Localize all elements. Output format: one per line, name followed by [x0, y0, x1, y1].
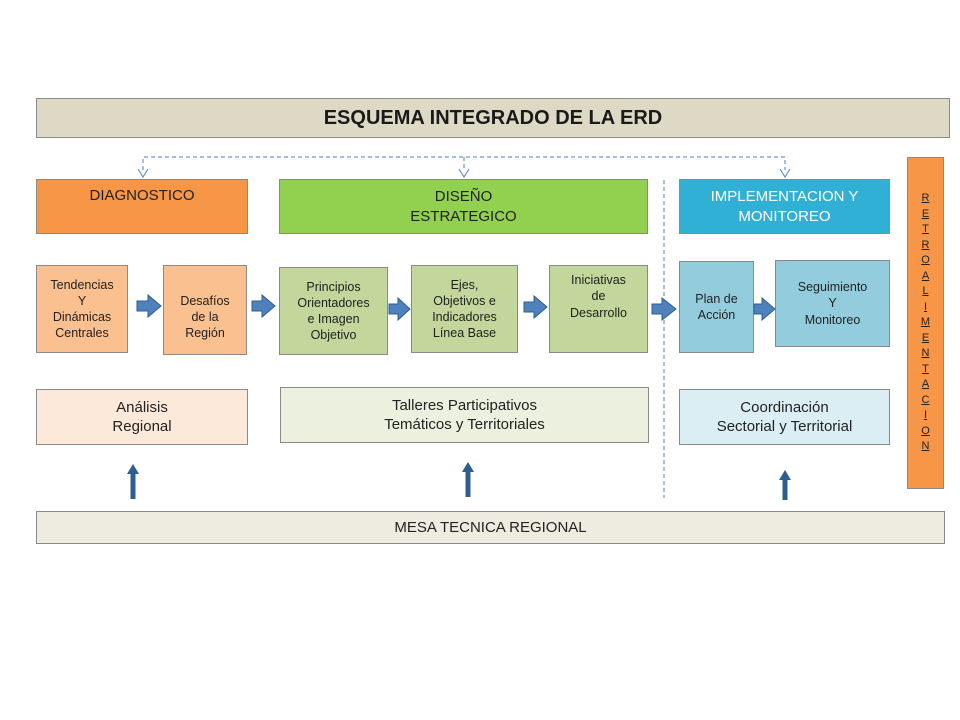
step-principios-l1: Principios	[306, 279, 361, 294]
step-principios: Principios Orientadores e Imagen Objetiv…	[279, 267, 388, 355]
flow-arrow-icon	[523, 294, 548, 320]
flow-arrow-icon	[251, 293, 276, 319]
step-iniciativas-l2: de	[591, 289, 606, 304]
retro-letter: E	[921, 331, 930, 344]
step-tendencias: Tendencias Y Dinámicas Centrales	[36, 265, 128, 353]
phase-implementacion-label-1: IMPLEMENTACION Y	[710, 188, 859, 205]
method-analisis-l1: Análisis	[116, 398, 168, 416]
method-coordinacion: Coordinación Sectorial y Territorial	[679, 389, 890, 445]
retro-letter: R	[921, 192, 930, 205]
step-plan-l1: Plan de	[695, 291, 738, 306]
step-tendencias-l3: Dinámicas	[52, 310, 112, 324]
step-desafios: Desafíos de la Región	[163, 265, 247, 355]
retro-letter: E	[921, 207, 930, 220]
flow-arrow-icon	[651, 296, 677, 322]
method-analisis: Análisis Regional	[36, 389, 248, 445]
step-seguimiento-l2: Y	[828, 296, 837, 311]
retro-letter: M	[920, 316, 931, 329]
mesa-tecnica-regional: MESA TECNICA REGIONAL	[36, 511, 945, 544]
retro-letter: R	[921, 238, 930, 251]
step-desafios-l2: de la	[191, 309, 219, 324]
step-plan: Plan de Acción	[679, 261, 754, 353]
up-arrow-icon	[127, 464, 139, 499]
step-tendencias-l1: Tendencias	[50, 277, 114, 292]
phase-diseno-label-1: DISEÑO	[434, 188, 493, 205]
step-ejes-l3: Indicadores	[432, 310, 497, 324]
step-iniciativas-l3: Desarrollo	[570, 305, 627, 320]
method-coordinacion-l1: Coordinación	[740, 398, 829, 416]
step-seguimiento-l1: Seguimiento	[797, 280, 868, 295]
mesa-tecnica-label: MESA TECNICA REGIONAL	[394, 518, 587, 536]
retro-letter: O	[921, 424, 930, 437]
retro-letter: I	[923, 409, 928, 422]
phase-implementacion: IMPLEMENTACION Y MONITOREO	[679, 179, 890, 234]
retro-letter: N	[921, 347, 930, 360]
step-desafios-l1: Desafíos	[180, 293, 230, 308]
up-arrow-icon	[779, 470, 791, 500]
phase-implementacion-label-2: MONITOREO	[738, 207, 831, 225]
step-desafios-l3: Región	[185, 326, 225, 341]
step-seguimiento-l3: Monitoreo	[804, 312, 861, 327]
step-ejes-l4: Línea Base	[432, 326, 497, 341]
up-arrow-icon	[462, 462, 474, 497]
diagram-title: ESQUEMA INTEGRADO DE LA ERD	[36, 98, 950, 138]
method-talleres-l1: Talleres Participativos	[391, 396, 538, 414]
feedback-dashed-connector	[142, 156, 786, 170]
flow-arrow-icon	[388, 296, 411, 322]
retroalimentacion-bar: R E T R O A L I M E N T A C I O N	[907, 157, 944, 489]
step-iniciativas-l1: Iniciativas	[571, 273, 626, 287]
method-coordinacion-l2: Sectorial y Territorial	[716, 418, 853, 435]
step-ejes-l2: Objetivos e	[433, 293, 496, 308]
phase-diagnostico-label: DIAGNOSTICO	[89, 187, 195, 204]
step-seguimiento: Seguimiento Y Monitoreo	[775, 260, 890, 347]
phase-diseno-label-2: ESTRATEGICO	[410, 207, 517, 225]
step-ejes: Ejes, Objetivos e Indicadores Línea Base	[411, 265, 518, 353]
retro-letter: N	[921, 440, 930, 453]
retro-letter: O	[921, 254, 930, 267]
flow-arrow-icon	[753, 296, 776, 322]
step-iniciativas: Iniciativas de Desarrollo	[549, 265, 648, 353]
retro-letter: T	[922, 362, 929, 375]
retro-letter: I	[923, 300, 928, 313]
step-principios-l2: Orientadores	[297, 295, 370, 310]
retro-letter: C	[921, 393, 930, 406]
phase-diseno: DISEÑO ESTRATEGICO	[279, 179, 648, 234]
step-principios-l3: e Imagen	[307, 312, 360, 326]
retro-letter: T	[922, 223, 929, 236]
step-ejes-l1: Ejes,	[450, 277, 479, 292]
step-plan-l2: Acción	[697, 308, 736, 322]
feedback-arrowheads	[137, 168, 791, 178]
flow-arrow-icon	[136, 293, 162, 319]
step-tendencias-l2: Y	[77, 293, 87, 308]
diagram-title-text: ESQUEMA INTEGRADO DE LA ERD	[323, 107, 663, 129]
retro-letter: A	[921, 378, 930, 391]
method-talleres-l2: Temáticos y Territoriales	[384, 416, 545, 433]
step-tendencias-l4: Centrales	[55, 326, 109, 341]
retro-letter: A	[921, 269, 930, 282]
retro-letter: L	[922, 285, 929, 298]
method-analisis-l2: Regional	[112, 418, 172, 435]
step-principios-l4: Objetivo	[310, 328, 357, 343]
phase-diagnostico: DIAGNOSTICO	[36, 179, 248, 234]
method-talleres: Talleres Participativos Temáticos y Terr…	[280, 387, 649, 443]
